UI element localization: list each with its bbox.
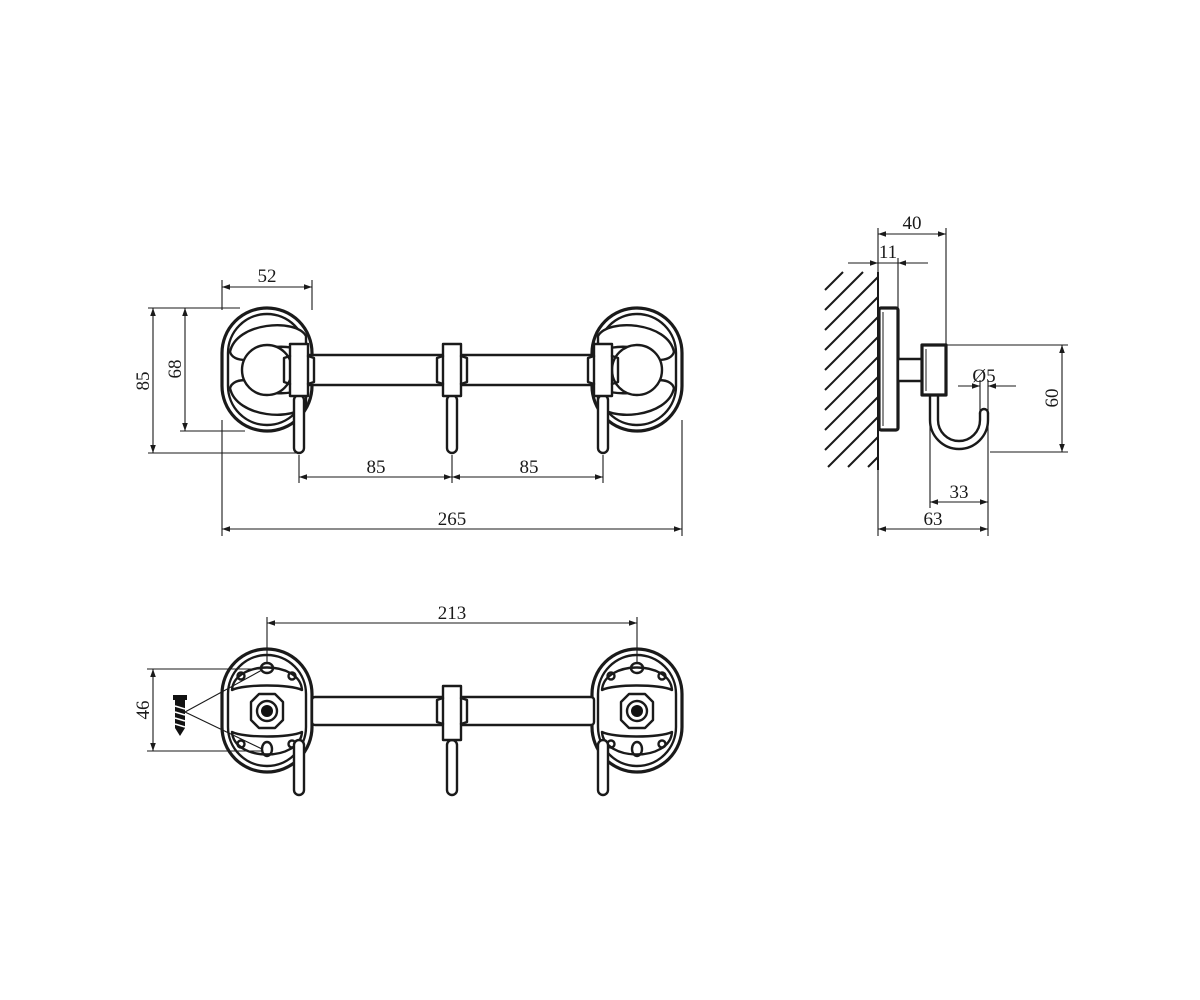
hook-left: [282, 342, 316, 455]
dim-width-total: 265: [221, 420, 683, 536]
svg-text:63: 63: [924, 509, 943, 530]
side-base-plate: [877, 306, 900, 432]
dim-side-height: 60: [946, 344, 1068, 453]
dim-base-thickness: 11: [848, 242, 928, 308]
dim-hook-spacing: 85 85: [298, 455, 604, 483]
back-view: 213 46: [133, 603, 684, 797]
svg-text:40: 40: [903, 213, 922, 234]
dim-hole-height: 46: [133, 668, 262, 752]
dim-height-total: 85: [133, 307, 300, 454]
svg-text:85: 85: [367, 457, 386, 478]
svg-text:60: 60: [1042, 389, 1063, 408]
dim-hole-spacing: 213: [266, 603, 638, 663]
hook-right: [586, 342, 620, 455]
right-mount-plate: [590, 306, 684, 433]
svg-text:213: 213: [438, 603, 467, 624]
svg-text:68: 68: [165, 360, 186, 379]
svg-text:52: 52: [258, 266, 277, 287]
svg-text:Ø5: Ø5: [972, 366, 995, 387]
dim-overall-projection: 63: [877, 470, 988, 536]
side-hook: [928, 393, 990, 451]
side-stem: [896, 357, 924, 383]
dim-depth-total: 40: [877, 213, 947, 345]
dim-hook-reach: 33: [929, 420, 989, 536]
dim-hook-diameter: Ø5: [958, 366, 1016, 413]
wall-hatching: [824, 271, 879, 470]
svg-text:265: 265: [438, 509, 467, 530]
svg-text:33: 33: [950, 482, 969, 503]
hook-middle: [435, 342, 469, 455]
svg-text:11: 11: [879, 242, 897, 263]
screw-icon: [173, 669, 263, 750]
svg-text:85: 85: [520, 457, 539, 478]
front-view: 52 85 68 85 85: [133, 266, 684, 536]
dim-mount-width: 52: [221, 266, 313, 310]
back-hooks: [292, 684, 610, 797]
svg-text:46: 46: [133, 701, 154, 720]
side-view: 40 11 60 Ø5 33: [824, 213, 1068, 536]
svg-text:85: 85: [133, 372, 154, 391]
dim-height-inner: 68: [165, 307, 245, 432]
